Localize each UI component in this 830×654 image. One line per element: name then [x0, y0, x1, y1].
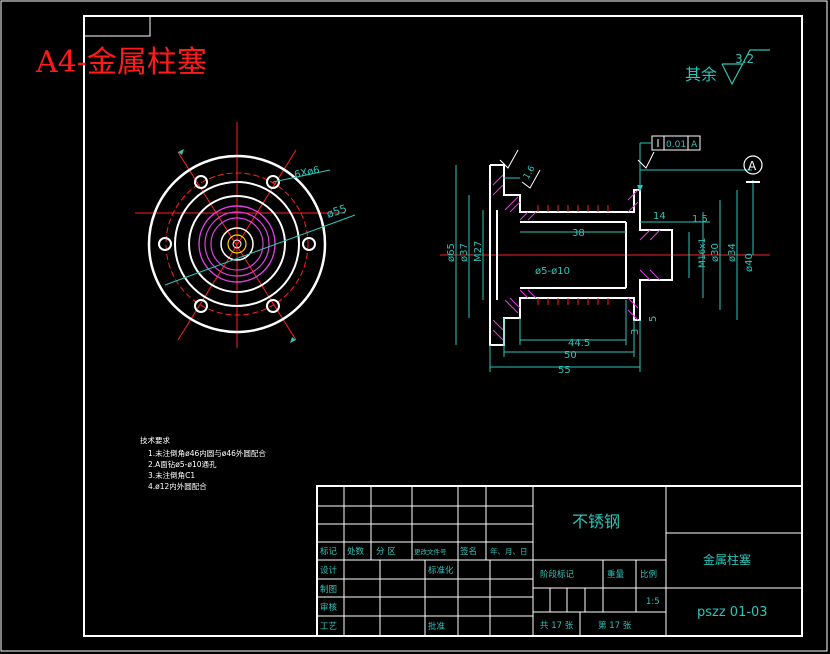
dim-phi37: ø37 [459, 243, 470, 262]
rev-header: 分 区 [376, 547, 396, 557]
material: 不锈钢 [572, 512, 620, 531]
roughness-note-label: 其余 [685, 65, 717, 84]
dim-m16: M16x1 [698, 238, 708, 268]
flange-outer-circle [147, 154, 327, 334]
dim-50: 50 [564, 350, 577, 361]
tech-requirement-item: 2.A面钻ø5-ø10通孔 [148, 459, 217, 469]
sheet-number: 第 17 张 [598, 620, 632, 631]
approve-label: 批准 [428, 621, 446, 632]
dim-5: 5 [648, 316, 659, 322]
section-view: 0.01 A A 1.6 ø65 ø37 M27 38 ø5-ø10 14 1.… [440, 135, 770, 376]
scale-value: 1:5 [646, 597, 660, 607]
tech-requirement-item: 4.ø12内外圆配合 [148, 481, 207, 491]
dim-phi40: ø40 [744, 253, 755, 272]
front-outer-diameter-dim: ø55 [325, 202, 349, 221]
roughness-note: 其余 3.2 [685, 49, 770, 86]
rev-header: 处数 [347, 546, 365, 557]
tolerance-frame: 0.01 A [637, 135, 701, 192]
bolt-holes [158, 175, 316, 313]
dim-14: 14 [653, 211, 666, 222]
dim-phi34: ø34 [727, 243, 738, 262]
roughness-symbol-icon [721, 49, 770, 86]
draw-label: 制图 [320, 584, 337, 595]
stage-mark-label: 阶段标记 [540, 569, 575, 580]
tolerance-datum: A [691, 140, 698, 150]
rev-header: 年、月、日 [490, 546, 528, 556]
dim-44-5: 44.5 [568, 338, 590, 349]
title-block: 标记 处数 分 区 更改文件号 签名 年、月、日 设计 标准化 制图 审核 工艺… [316, 485, 803, 637]
roughness-symbol-icon [499, 149, 519, 169]
tech-requirements: 技术要求 1.未注倒角ø46内圆与ø46外圆配合 2.A面钻ø5-ø10通孔 3… [140, 435, 266, 491]
part-name: 金属柱塞 [703, 552, 751, 567]
dim-38: 38 [572, 228, 585, 239]
roughness-symbol-icon [521, 169, 541, 189]
rev-header: 签名 [460, 546, 477, 557]
dim-1-5: 1.5 [692, 214, 708, 225]
design-label: 设计 [320, 565, 338, 576]
corner-box [83, 15, 151, 37]
scale-label: 比例 [640, 569, 657, 580]
review-label: 审核 [320, 602, 338, 613]
front-hole-pattern-dim: 6Xø6 [293, 165, 320, 181]
process-label: 工艺 [320, 622, 337, 632]
rev-header: 标记 [320, 546, 338, 557]
tolerance-value: 0.01 [666, 140, 686, 150]
weight-label: 重量 [607, 569, 625, 580]
datum-a-label: A [748, 159, 757, 173]
sheets-total: 共 17 张 [540, 621, 574, 631]
roughness-note-value: 3.2 [735, 52, 754, 66]
dim-phi5-phi10: ø5-ø10 [535, 266, 570, 277]
standardize-label: 标准化 [428, 565, 454, 576]
dim-phi30: ø30 [710, 243, 721, 262]
roughness-symbol-icon [637, 151, 655, 169]
drawing-number: pszz 01-03 [697, 605, 768, 620]
dim-3: 3 [630, 329, 641, 335]
dim-55: 55 [558, 365, 571, 376]
tech-requirement-item: 3.未注倒角C1 [148, 470, 195, 480]
rev-header: 更改文件号 [414, 547, 447, 556]
dim-m27: M27 [473, 241, 484, 262]
tech-requirement-item: 1.未注倒角ø46内圆与ø46外圆配合 [148, 448, 266, 458]
tech-requirements-heading: 技术要求 [140, 435, 170, 445]
datum-a-symbol: A [743, 155, 763, 183]
front-view: 6Xø6 ø55 [135, 122, 356, 348]
dim-phi65: ø65 [446, 243, 457, 262]
sheet-title: A4-金属柱塞 [35, 45, 207, 80]
